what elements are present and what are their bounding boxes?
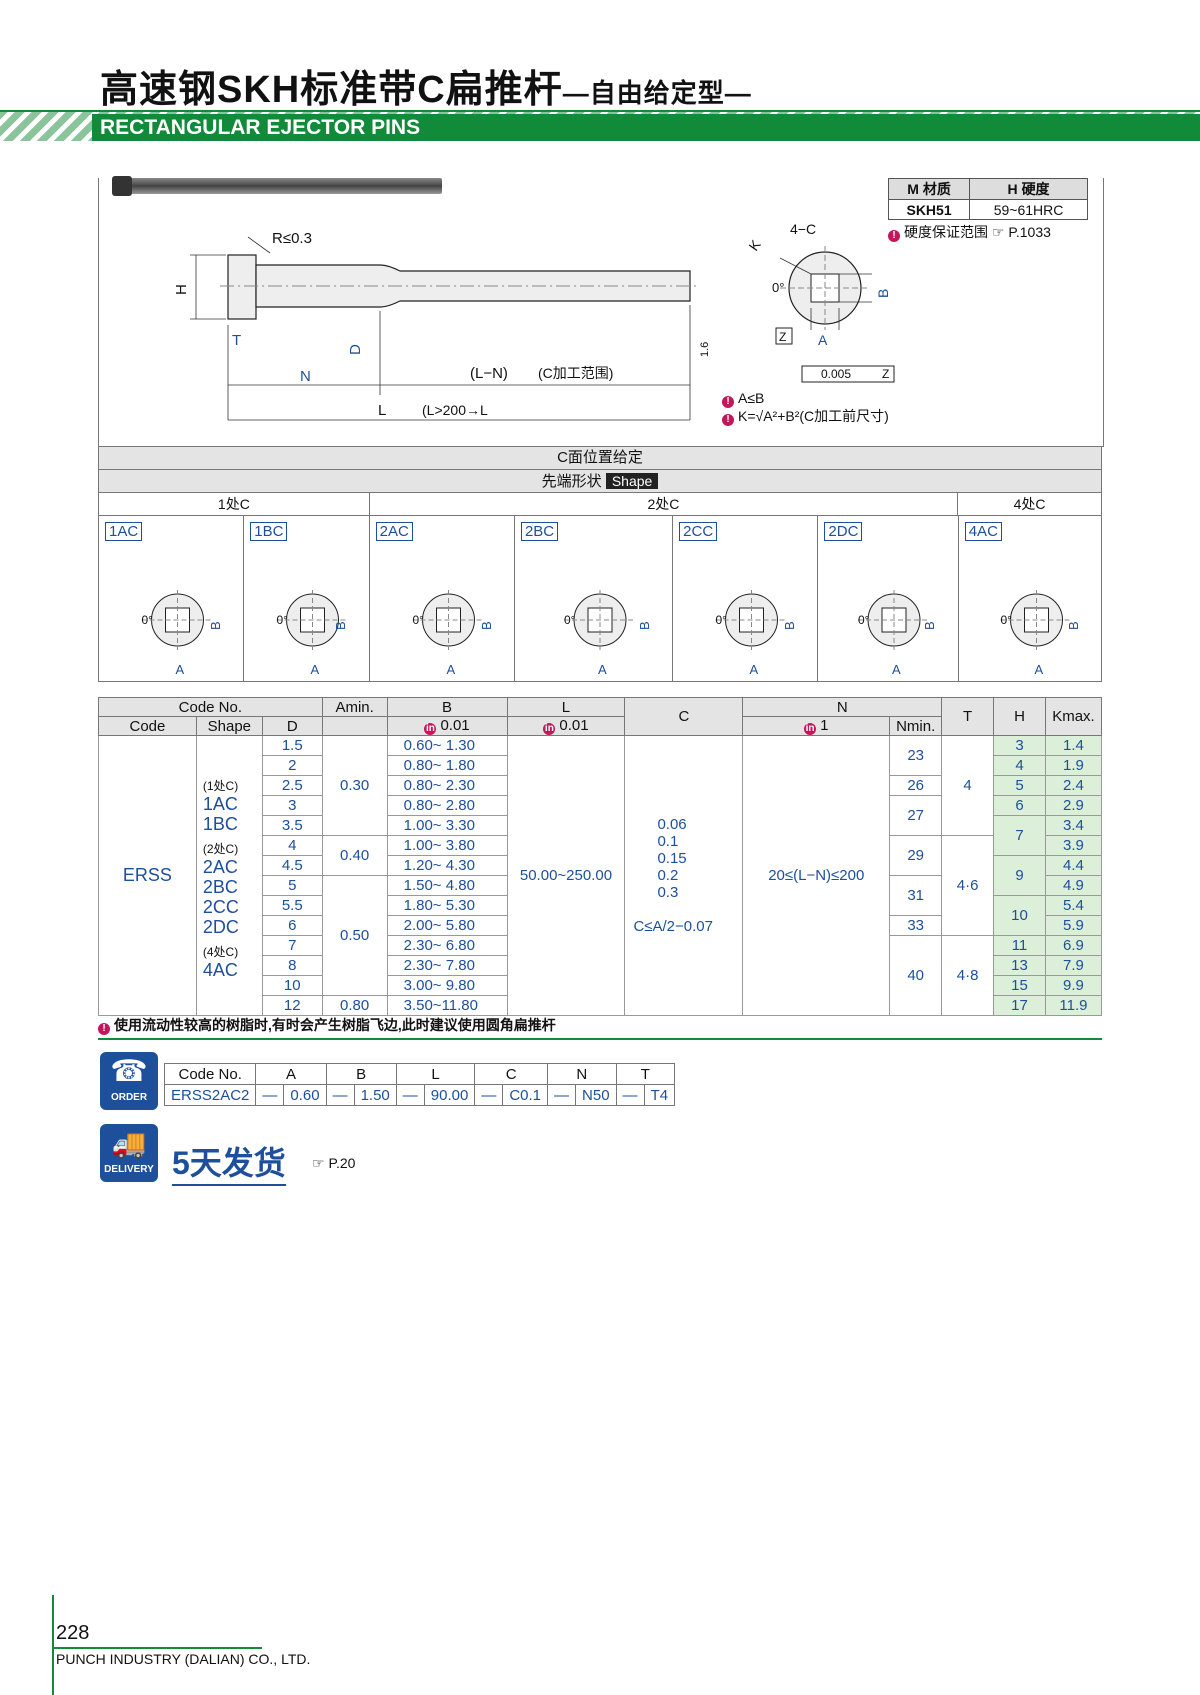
svg-text:A: A <box>176 662 185 677</box>
svg-text:0°: 0° <box>277 613 289 627</box>
svg-text:B: B <box>333 621 348 630</box>
hardness-note: !硬度保证范围 ☞ P.1033 <box>888 222 1051 242</box>
svg-text:A: A <box>1034 662 1043 677</box>
svg-text:0°: 0° <box>858 613 870 627</box>
svg-text:B: B <box>922 621 937 630</box>
shape-code-label: 1BC <box>250 522 288 541</box>
page-number: 228 <box>56 1622 90 1644</box>
pin-photo <box>112 178 442 194</box>
svg-text:A: A <box>892 662 901 677</box>
svg-text:B: B <box>782 621 797 630</box>
svg-text:Z: Z <box>882 367 889 381</box>
svg-text:B: B <box>479 621 494 630</box>
svg-text:(L>200→L: (L>200→L <box>422 402 488 418</box>
svg-text:0°: 0° <box>716 613 728 627</box>
svg-text:B: B <box>208 621 223 630</box>
title-cn: 高速钢SKH标准带C扁推杆 <box>100 69 563 111</box>
title-banner: RECTANGULAR EJECTOR PINS <box>0 110 1200 141</box>
svg-text:L: L <box>378 402 386 419</box>
shape-cell-1bc: 1BC B A 0° <box>244 516 370 682</box>
title-suffix: —自由给定型— <box>562 78 752 108</box>
svg-text:Z: Z <box>779 330 786 344</box>
shape-cell-1ac: 1AC B A 0° <box>99 516 245 682</box>
svg-text:1.6: 1.6 <box>699 342 711 357</box>
shape-groups: 1处C 2处C 4处C <box>98 493 1102 516</box>
shape-code-label: 2CC <box>679 522 718 541</box>
page-title: 高速钢SKH标准带C扁推杆—自由给定型— <box>100 58 752 113</box>
svg-text:N: N <box>300 368 311 385</box>
c-position-title: C面位置给定 <box>98 446 1102 470</box>
svg-text:(L−N): (L−N) <box>470 365 508 382</box>
svg-text:0°: 0° <box>1000 613 1012 627</box>
svg-text:0.005: 0.005 <box>821 367 851 381</box>
note-a-b: !A≤B <box>722 390 764 408</box>
shape-cell-2dc: 2DC B A 0° <box>818 516 959 682</box>
delivery-days: 5天发货 <box>172 1138 286 1186</box>
radius-label: R≤0.3 <box>272 230 312 247</box>
svg-text:B: B <box>875 289 891 298</box>
svg-text:4−C: 4−C <box>790 221 816 237</box>
delivery-ref: ☞ P.20 <box>312 1155 356 1171</box>
code-cell: ERSS <box>98 735 197 1016</box>
svg-text:A: A <box>598 662 607 677</box>
svg-text:B: B <box>1066 621 1081 630</box>
shape-header: 先端形状 Shape <box>98 470 1102 493</box>
shape-code-label: 2DC <box>824 522 863 541</box>
svg-text:0°: 0° <box>412 613 424 627</box>
shape-code-label: 4AC <box>964 522 1002 541</box>
company-name: PUNCH INDUSTRY (DALIAN) CO., LTD. <box>56 1651 311 1667</box>
svg-text:H: H <box>173 284 190 295</box>
shape-cell-2bc: 2BC B A 0° <box>514 516 674 682</box>
spec-table: Code No. Amin. B L C N T H Kmax. Code Sh… <box>98 697 1103 1016</box>
shape-cells: 1AC B A 0° 1BC B A 0° 2AC B A 0° 2BC B A 0° 2CC B A 0° 2DC B A… <box>98 516 1102 682</box>
svg-text:0°: 0° <box>772 280 784 295</box>
svg-text:A: A <box>818 332 828 348</box>
resin-footnote: !使用流动性较高的树脂时,有时会产生树脂飞边,此时建议使用圆角扁推杆 <box>98 1015 1102 1040</box>
end-view-drawing: 4−C K 0° B A Z 0.005 Z <box>745 221 895 383</box>
shape-code-label: 2AC <box>375 522 413 541</box>
svg-text:A: A <box>311 662 320 677</box>
shape-cell-2ac: 2AC B A 0° <box>369 516 515 682</box>
shape-code-label: 1AC <box>105 522 143 541</box>
svg-text:A: A <box>446 662 455 677</box>
order-icon: ☎ORDER <box>100 1052 158 1110</box>
svg-text:K: K <box>745 236 764 253</box>
svg-text:D: D <box>347 344 364 355</box>
svg-text:0°: 0° <box>564 613 576 627</box>
svg-text:(C加工范围): (C加工范围) <box>538 365 613 381</box>
delivery-icon: 🚚DELIVERY <box>100 1124 158 1182</box>
shape-cell-4ac: 4AC B A 0° <box>958 516 1102 682</box>
title-en: RECTANGULAR EJECTOR PINS <box>100 116 421 139</box>
pin-drawing: R≤0.3 H T D N (L−N) (C加工范围) L (L>200→L 1… <box>173 230 711 421</box>
shape-code-label: 2BC <box>520 522 559 541</box>
svg-text:T: T <box>232 332 241 349</box>
svg-text:B: B <box>637 621 652 630</box>
shape-cell-2cc: 2CC B A 0° <box>673 516 819 682</box>
svg-text:0°: 0° <box>142 613 154 627</box>
note-k: !K=√A²+B²(C加工前尺寸) <box>722 406 889 426</box>
svg-text:A: A <box>750 662 759 677</box>
